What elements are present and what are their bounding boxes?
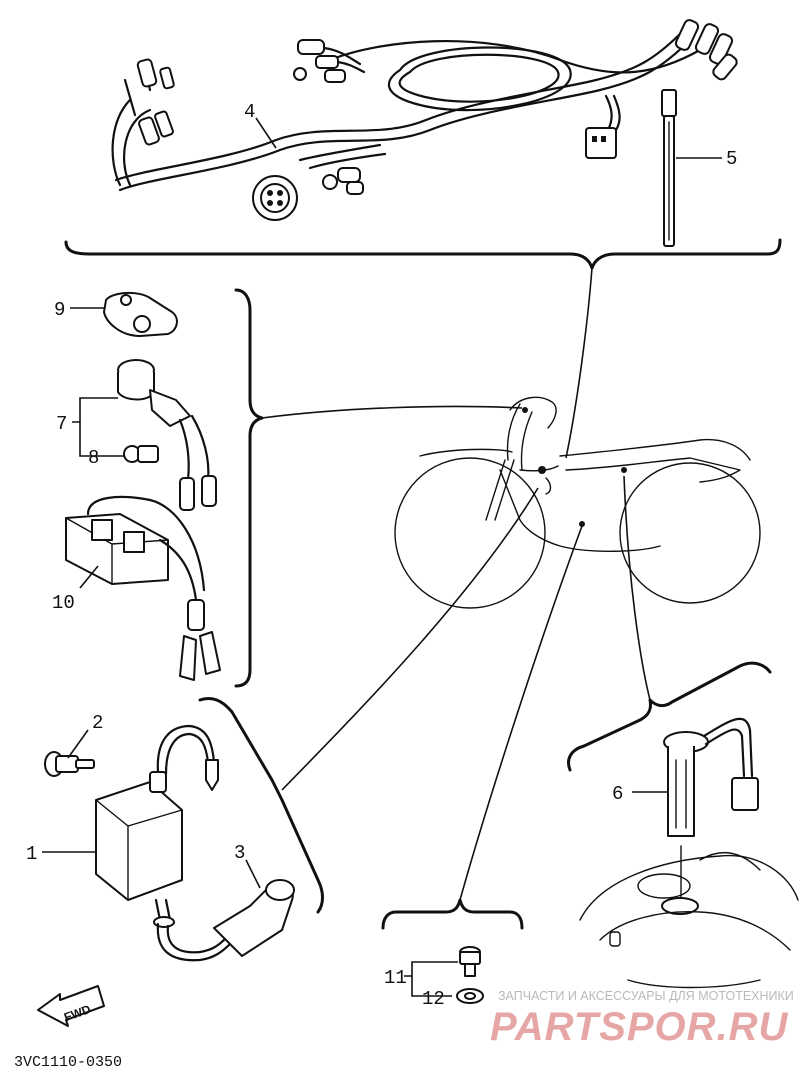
callout-6: 6 (612, 783, 623, 805)
callout-3: 3 (234, 842, 245, 864)
diagram-code: 3VC1110-0350 (14, 1054, 122, 1071)
coil-parts-bracket (198, 697, 324, 914)
callout-1: 1 (26, 843, 37, 865)
left-parts-bracket (234, 288, 264, 688)
callout-11: 11 (384, 967, 407, 989)
coil-bolt-illustration (44, 751, 95, 777)
screw-illustration (459, 946, 481, 977)
callout-5: 5 (726, 148, 737, 170)
spark-plug-cap-illustration (156, 879, 295, 962)
wire-harness-illustration (111, 19, 738, 221)
fuel-tank-outline (579, 851, 799, 989)
bracket-plate-illustration (103, 292, 178, 337)
washer-illustration (456, 988, 484, 1004)
meter-lamp-socket-illustration (117, 359, 217, 511)
location-leader-lines (261, 267, 651, 901)
callout-7: 7 (56, 413, 67, 435)
callout-12: 12 (422, 988, 445, 1010)
callout-9: 9 (54, 299, 65, 321)
cable-band-illustration (661, 89, 677, 247)
rectifier-regulator-illustration (65, 495, 221, 681)
watermark-line1: ЗАПЧАСТИ И АКСЕССУАРЫ ДЛЯ МОТОТЕХНИКИ (498, 989, 794, 1003)
callout-10: 10 (52, 592, 75, 614)
watermark-logo: PARTSPOR.RU (490, 1005, 789, 1049)
ignition-coil-illustration (95, 724, 219, 928)
fuel-sender-illustration (661, 717, 759, 915)
screw-bracket (381, 898, 524, 930)
motorcycle-outline (394, 396, 761, 609)
fwd-arrow-icon: FWD (37, 985, 105, 1027)
callout-4: 4 (244, 101, 255, 123)
callouts (42, 117, 722, 997)
callout-2: 2 (92, 712, 103, 734)
callout-8: 8 (88, 447, 99, 469)
bulb-illustration (123, 445, 159, 463)
